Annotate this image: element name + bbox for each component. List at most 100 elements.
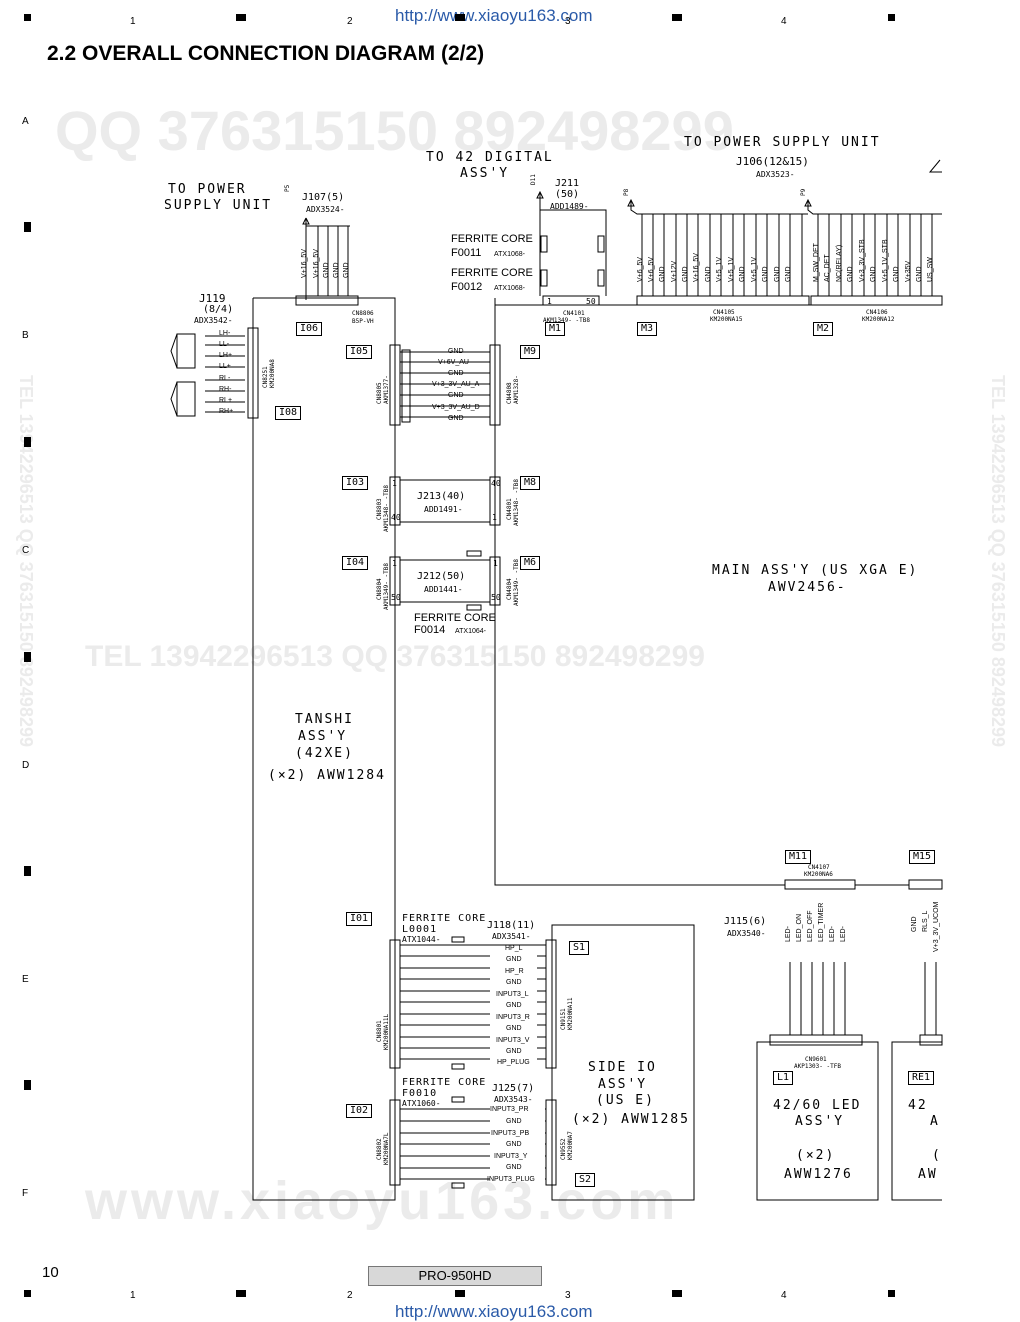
cn4801-label: CN4801 <box>506 498 513 520</box>
j119-pins: (8/4) <box>203 304 234 315</box>
cn8802-part: KM200NA7L <box>383 1132 390 1165</box>
j118-signal: HP_PLUG <box>497 1059 530 1066</box>
cn4105-signal: V+6_5V <box>637 256 644 282</box>
cn8803-label: CN8803 <box>376 498 383 520</box>
j125-part: ADX3543- <box>494 1095 533 1104</box>
j115-signal: LED_OFF <box>807 910 814 942</box>
j211-label: J211 <box>555 178 580 189</box>
watermark-side-left: TEL 13942296513 QQ 376315150 892498299 <box>16 375 36 747</box>
tag-m3: M3 <box>637 322 658 336</box>
p8-label: P8 <box>623 188 630 196</box>
col-label-1: 1 <box>130 16 136 27</box>
tag-i02: I02 <box>346 1104 373 1118</box>
j118-signal: INPUT3_L <box>496 991 529 998</box>
ferrite-l0001-part: ATX1044- <box>402 935 441 944</box>
j125-signal: GND <box>506 1164 522 1171</box>
j125-label: J125(7) <box>492 1083 535 1094</box>
tanshi-assy-part: (×2) AWW1284 <box>268 768 386 783</box>
re-signal: V+3_3V_UCOM <box>933 901 940 952</box>
ferrite-f0010-ref: F0010 <box>402 1088 438 1099</box>
cn4105-signal: GND <box>705 266 712 282</box>
j118-signal: INPUT3_R <box>496 1014 530 1021</box>
watermark-qq: QQ 376315150 892498299 <box>55 99 734 162</box>
cn4106-signal: GND <box>870 266 877 282</box>
j211-pins: (50) <box>555 189 580 200</box>
ferrite-l0001-ref: L0001 <box>402 924 438 935</box>
ruler-mark <box>24 1290 31 1297</box>
tag-m2: M2 <box>813 322 834 336</box>
cn8805-signal: GND <box>448 392 464 399</box>
d11-label: D11 <box>530 174 537 185</box>
cn8805-signal: V+3_3V_AU_A <box>432 381 480 388</box>
row-label-a: A <box>22 116 29 127</box>
col-label-2: 2 <box>347 16 353 27</box>
cn8251-part: KM200NA8 <box>269 359 276 388</box>
ruler-mark <box>672 1290 682 1297</box>
tag-m6: M6 <box>520 556 541 570</box>
j115-signal: LED_TIMER <box>818 902 825 942</box>
cn4106-signal: GND <box>847 266 854 282</box>
j106-label: J106(12&15) <box>736 155 809 168</box>
cn8805-part: AKM1377- <box>383 375 390 404</box>
led-assy-label: ASS'Y <box>795 1114 845 1129</box>
cn4106-signal: AC_DET <box>824 254 831 282</box>
j107-label: J107(5) <box>302 192 345 203</box>
j211-part: ADD1489- <box>550 202 589 211</box>
tanshi-assy-name: TANSHI <box>295 712 354 727</box>
tag-i04: I04 <box>342 556 369 570</box>
cn4105-signal: GND <box>659 266 666 282</box>
j107-signal: V+16_5V <box>301 249 308 278</box>
j115-signal: LED_ON <box>796 913 803 942</box>
cn4105-signal: V+6_5V <box>648 256 655 282</box>
to-digital-assy-line1: TO 42 DIGITAL <box>426 150 554 165</box>
cn9151-label: CN9151 <box>560 1008 567 1030</box>
tag-i05: I05 <box>346 345 373 359</box>
j118-signal: HP_R <box>505 968 524 975</box>
row-label-d: D <box>22 760 30 771</box>
re-assy-name: 42 <box>908 1098 928 1113</box>
top-url-link[interactable]: http://www.xiaoyu163.com <box>395 6 593 25</box>
tag-m8: M8 <box>520 476 541 490</box>
row-label-f: F <box>22 1188 29 1199</box>
tag-l1: L1 <box>773 1071 794 1085</box>
cn9552-label: CN9552 <box>560 1138 567 1160</box>
j118-signal: GND <box>506 1025 522 1032</box>
ruler-mark <box>24 14 31 21</box>
j119-part: ADX3542- <box>194 316 233 325</box>
j125-signal: GND <box>506 1141 522 1148</box>
cn8802-label: CN8802 <box>376 1138 383 1160</box>
j118-part: ADX3541- <box>492 932 531 941</box>
bottom-url-link[interactable]: http://www.xiaoyu163.com <box>395 1302 593 1321</box>
j119-signal: LL+ <box>219 363 231 370</box>
cn4105-signal: GND <box>785 266 792 282</box>
cn4107-part: KM200NA6 <box>804 871 833 878</box>
row-label-c: C <box>22 545 30 556</box>
j119-signal: LL- <box>219 341 230 348</box>
side-io-name: SIDE IO <box>588 1060 657 1075</box>
ferrite-f0011-part: ATX1068- <box>494 251 525 258</box>
tag-i03: I03 <box>342 476 369 490</box>
tag-m1: M1 <box>545 322 566 336</box>
cn4105-signal: V+5_1V <box>728 256 735 282</box>
cn8805-signal: V+3_3V_AU_D <box>432 404 480 411</box>
cn4804-part: AKM1349- -TB8 <box>513 559 520 606</box>
tanshi-assy-label: ASS'Y <box>298 729 348 744</box>
cn9552-part: KM200NA7 <box>567 1131 574 1160</box>
col-label-2-bottom: 2 <box>347 1290 353 1301</box>
re-assy-part: AW <box>918 1167 938 1182</box>
j107-part: ADX3524- <box>306 205 345 214</box>
j118-signal: HP_L <box>505 945 523 952</box>
cn8806-part: B5P-VH <box>352 318 374 325</box>
ferrite-f0010-name: FERRITE CORE <box>402 1077 487 1088</box>
ferrite-f0012-name: FERRITE CORE <box>451 267 533 279</box>
main-assy-part: AWV2456- <box>768 580 847 595</box>
j125-signal: INPUT3_PR <box>490 1106 529 1113</box>
model-name: PRO-950HD <box>368 1266 542 1286</box>
cn8801-label: CN8801 <box>376 1020 383 1042</box>
to-power-supply-left-line2: SUPPLY UNIT <box>164 198 273 213</box>
cn4106-signal: GND <box>893 266 900 282</box>
j119-signal: RL+ <box>219 397 233 404</box>
cn4105-label: CN4105 <box>713 309 735 316</box>
cn8805-signal: V+6V_AU <box>438 359 469 366</box>
side-io-model: (US E) <box>596 1093 655 1108</box>
